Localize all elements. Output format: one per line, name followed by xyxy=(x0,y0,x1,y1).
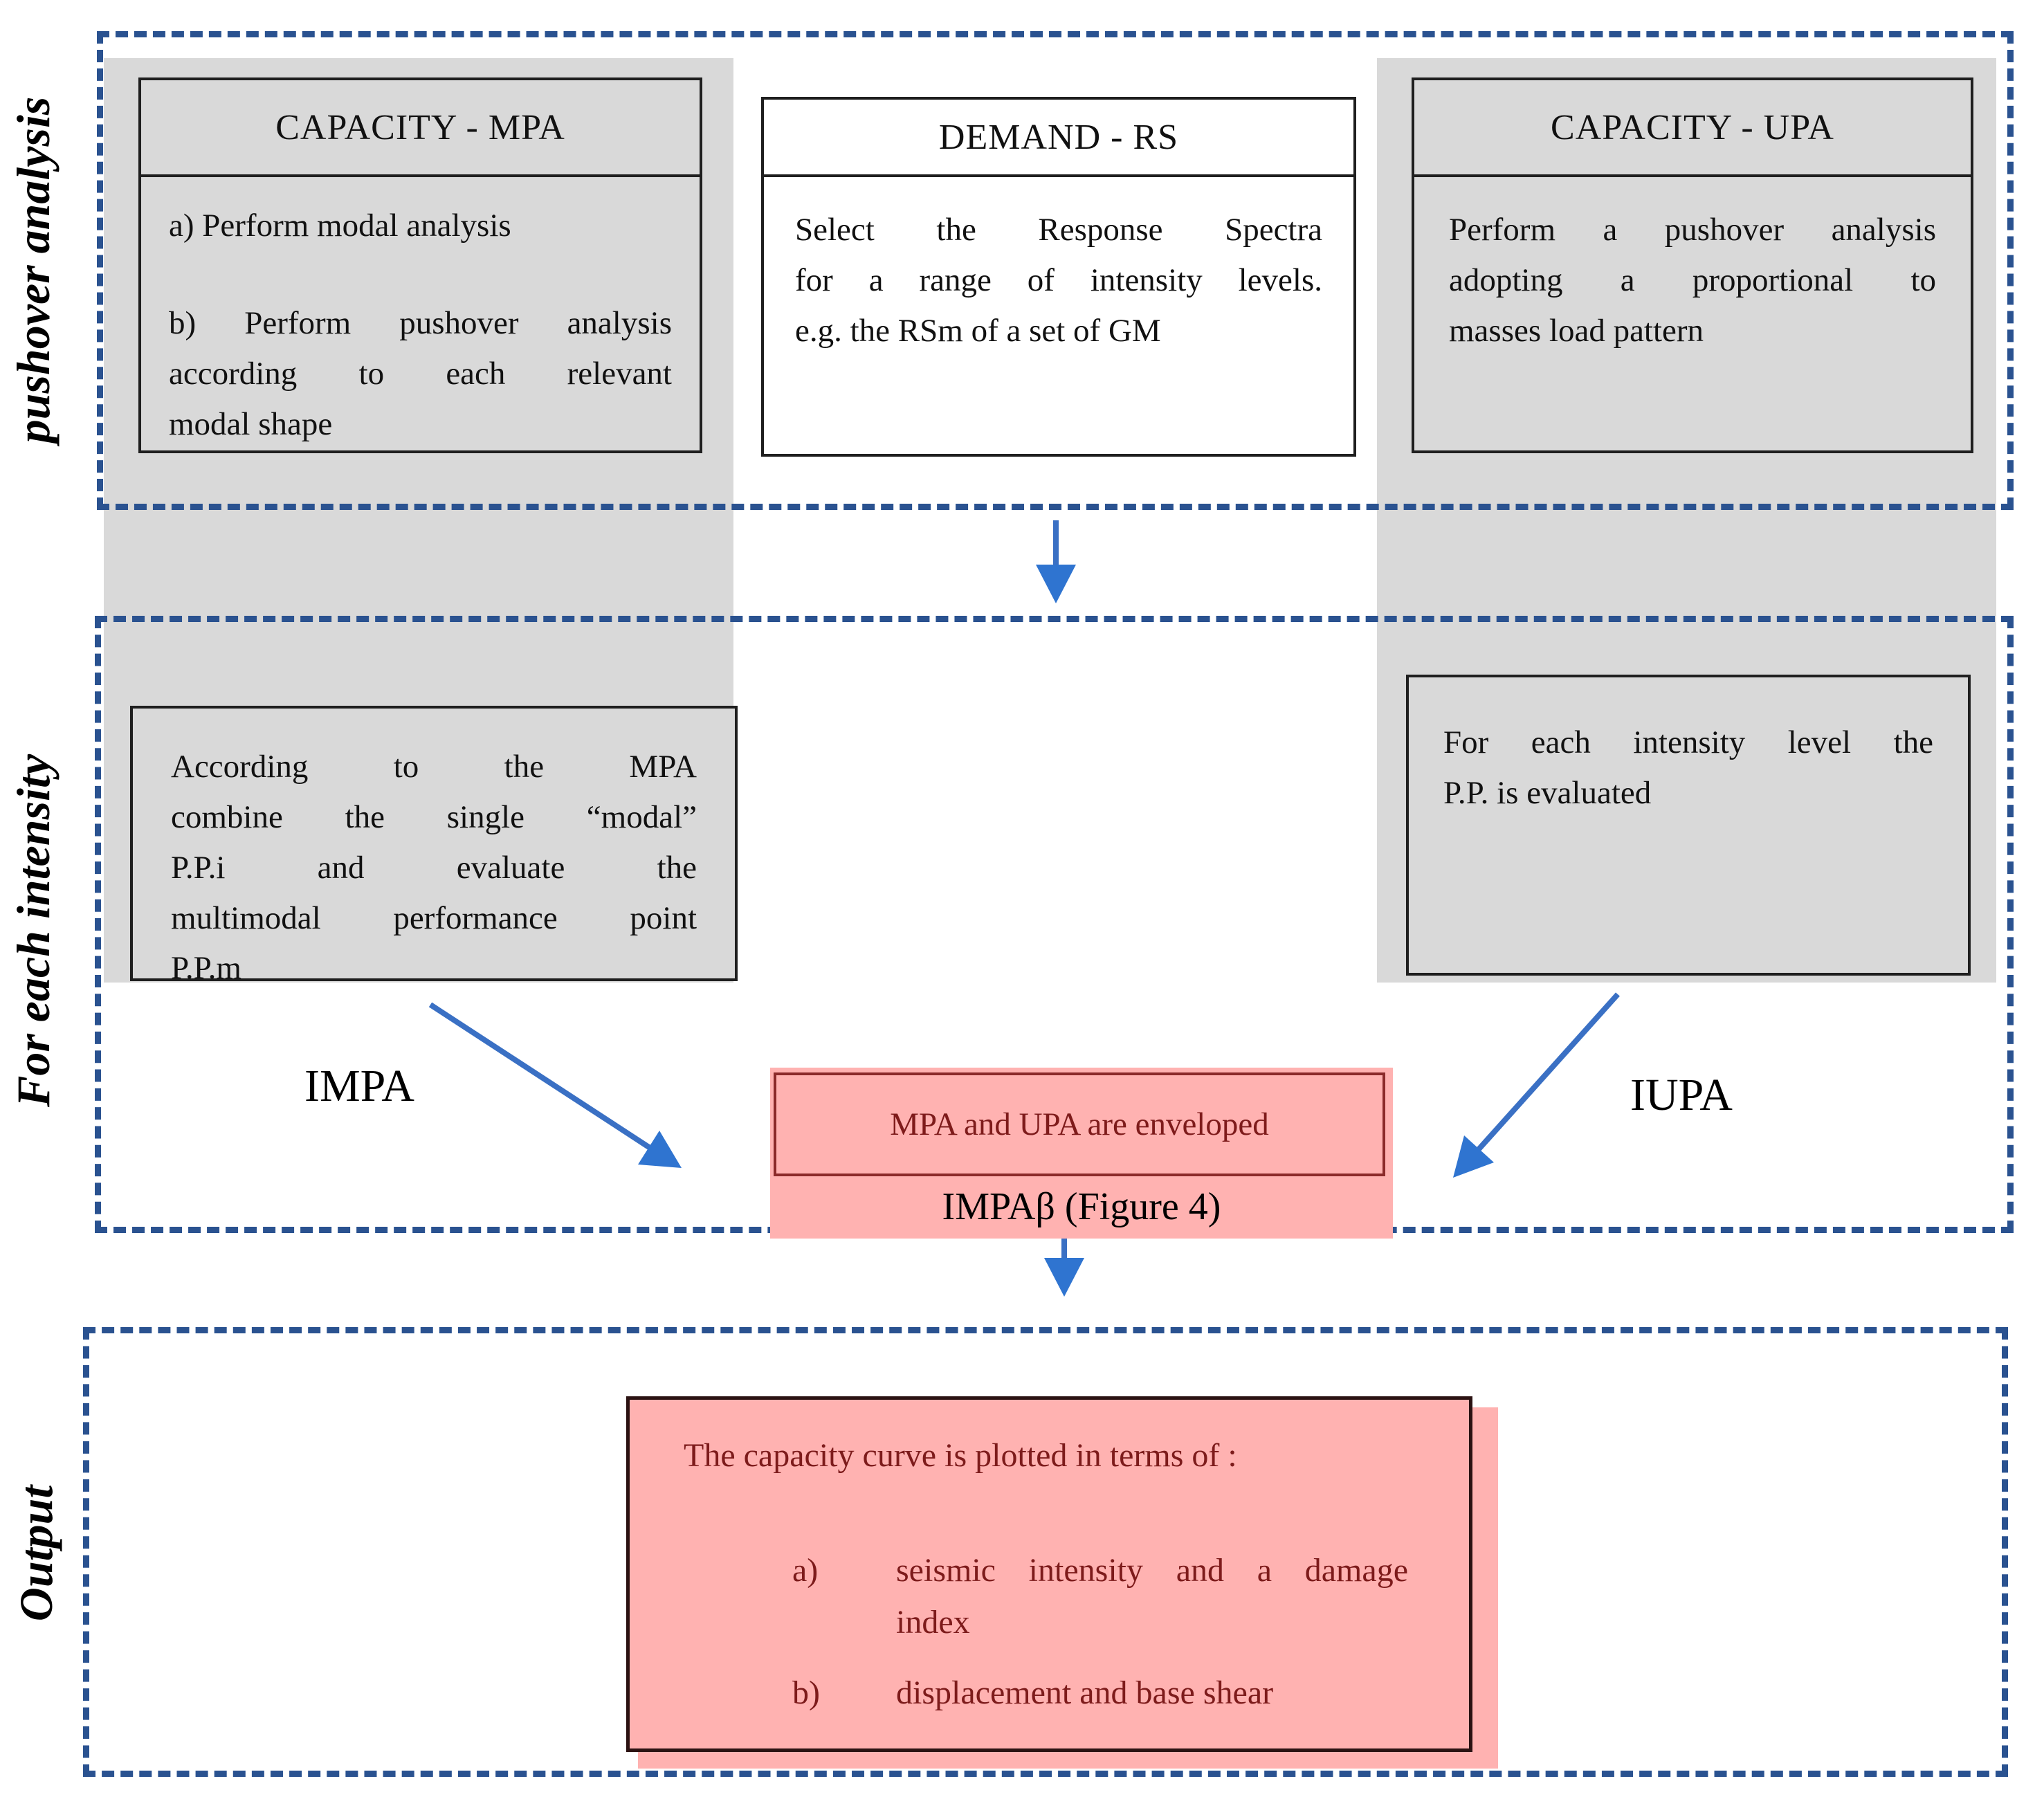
section-pushover-analysis xyxy=(97,31,2014,510)
arrow-envelope-down xyxy=(1044,1239,1084,1297)
box-envelope: MPA and UPA are enveloped xyxy=(774,1072,1385,1176)
side-label-pushover-analysis: pushover analysis xyxy=(7,96,60,444)
output-item-a-marker: a) xyxy=(792,1552,819,1589)
side-label-for-each-intensity: For each intensity xyxy=(7,754,60,1108)
box-capacity-mpa-body: a) Perform modal analysis b) Perform pus… xyxy=(141,177,700,449)
box-capacity-upa-title: CAPACITY - UPA xyxy=(1414,80,1971,177)
mpa-item-a: a) Perform modal analysis xyxy=(169,208,511,244)
box-capacity-upa: CAPACITY - UPA Perform a pushover analys… xyxy=(1412,77,1973,453)
output-title: The capacity curve is plotted in terms o… xyxy=(684,1437,1237,1474)
box-capacity-mpa: CAPACITY - MPA a) Perform modal analysis… xyxy=(138,77,702,453)
output-item-b: b) displacement and base shear xyxy=(630,1668,1469,1719)
box-output: The capacity curve is plotted in terms o… xyxy=(626,1396,1472,1752)
section-output xyxy=(83,1327,2008,1777)
box-capacity-mpa-title: CAPACITY - MPA xyxy=(141,80,700,177)
output-item-b-marker: b) xyxy=(792,1674,820,1712)
label-iupa: IUPA xyxy=(1630,1070,1733,1120)
side-label-output: Output xyxy=(10,1485,62,1622)
arrow-demand-down xyxy=(1036,520,1076,603)
box-demand-rs-title: DEMAND - RS xyxy=(764,100,1353,177)
envelope-caption: IMPAβ (Figure 4) xyxy=(942,1185,1221,1228)
output-item-b-text: displacement and base shear xyxy=(896,1674,1274,1712)
label-impa: IMPA xyxy=(304,1061,414,1111)
